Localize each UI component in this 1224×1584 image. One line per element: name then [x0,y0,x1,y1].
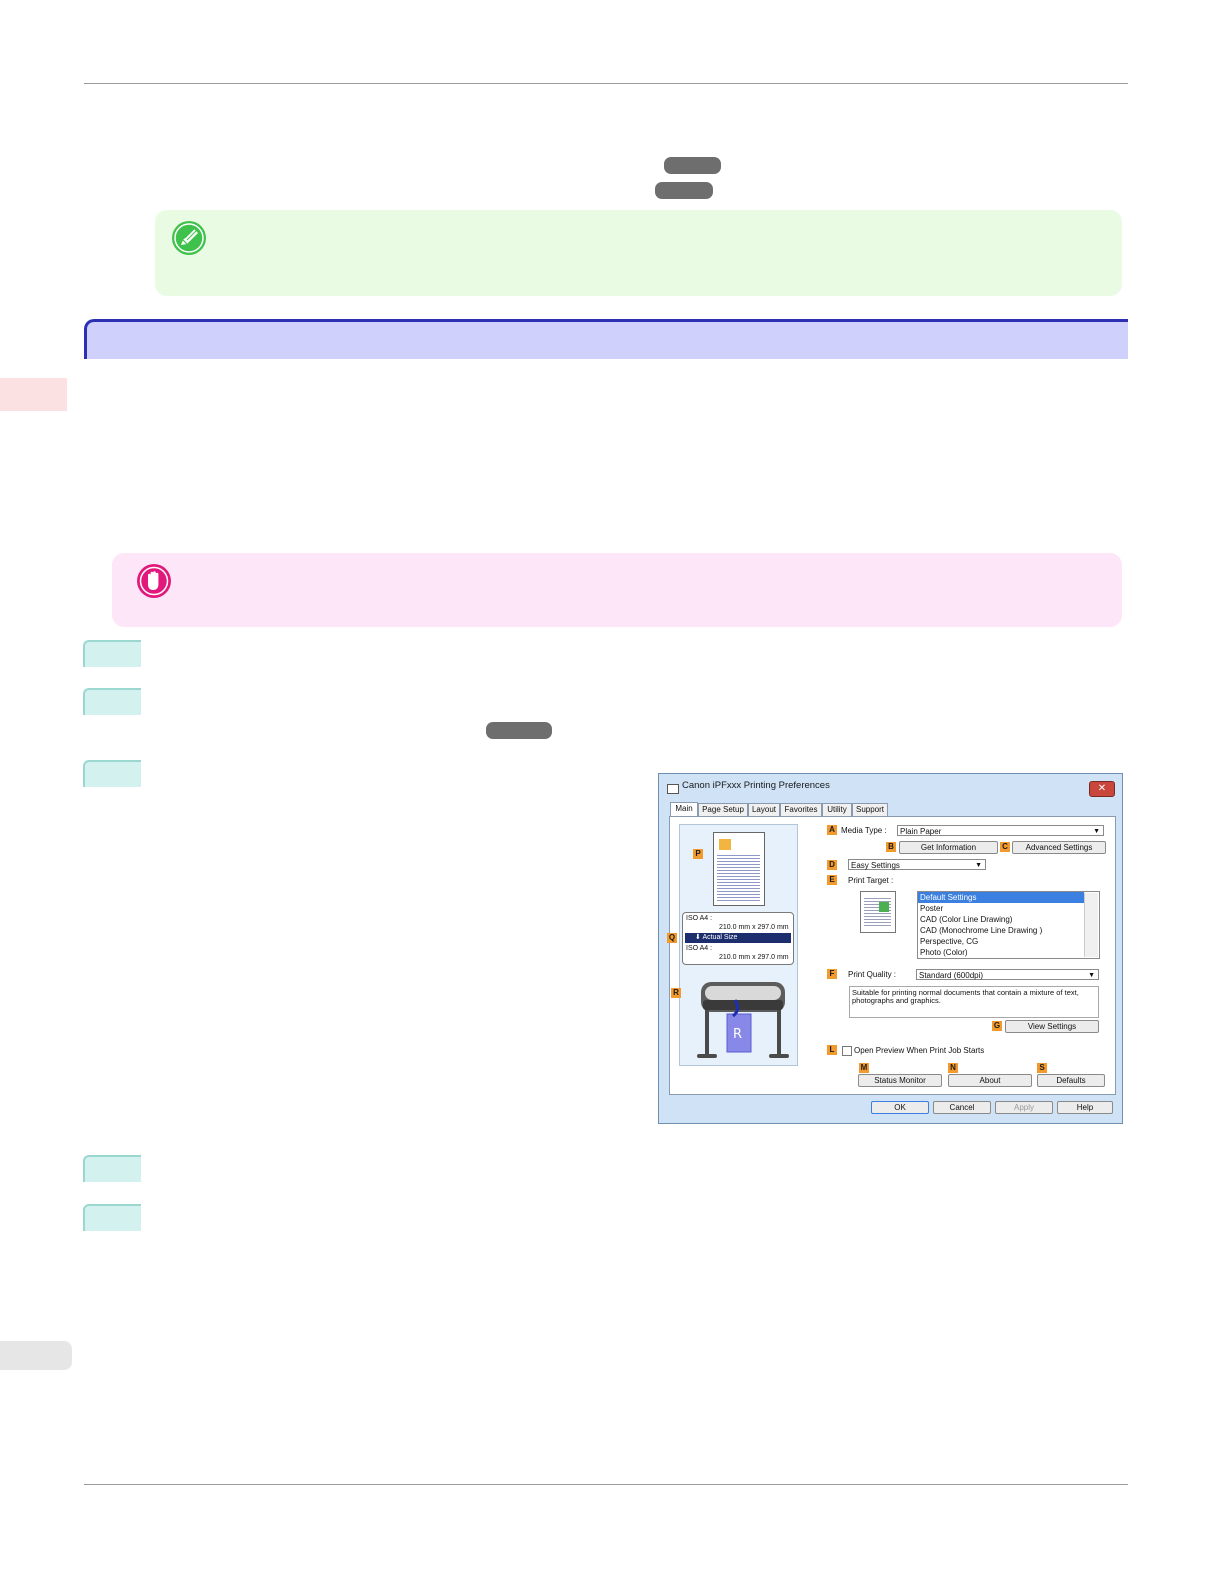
output-size-dims: 210.0 mm x 297.0 mm [719,954,789,961]
status-monitor-button[interactable]: Status Monitor [858,1074,942,1087]
print-quality-select[interactable]: Standard (600dpi) ▼ [916,969,1099,980]
important-hand-icon [137,564,171,598]
list-item[interactable]: Poster [920,904,944,913]
settings-mode-value: Easy Settings [851,861,900,870]
media-type-label: Media Type : [841,826,887,835]
badge-p: P [693,849,703,859]
reference-pill[interactable] [486,722,552,739]
quality-description: Suitable for printing normal documents t… [849,986,1099,1018]
badge-d: D [827,860,837,870]
print-target-thumbnail [860,891,896,933]
section-header [84,319,1128,359]
dropdown-arrow-icon: ▼ [975,862,982,869]
print-target-list[interactable]: Default Settings Poster CAD (Color Line … [917,891,1100,959]
defaults-button[interactable]: Defaults [1037,1074,1105,1087]
step-badge [83,688,141,715]
list-item[interactable]: Default Settings [918,892,1084,903]
cancel-button[interactable]: Cancel [933,1101,991,1114]
badge-m: M [859,1063,869,1073]
reference-pill[interactable] [664,157,721,174]
badge-g: G [992,1021,1002,1031]
badge-f: F [827,969,837,979]
original-size-label: ISO A4 : [686,915,713,922]
badge-q: Q [667,933,677,943]
help-button[interactable]: Help [1057,1101,1113,1114]
actual-size-row: ⬇ Actual Size [685,933,791,943]
get-information-button[interactable]: Get Information [899,841,998,854]
badge-a: A [827,825,837,835]
preview-image [719,839,731,850]
thumbnail-image [879,902,889,912]
ok-button[interactable]: OK [871,1101,929,1114]
tab-utility[interactable]: Utility [822,803,852,817]
media-type-value: Plain Paper [900,827,942,836]
page-preview [713,832,765,906]
badge-l: L [827,1045,837,1055]
print-quality-value: Standard (600dpi) [919,971,984,980]
close-icon[interactable]: ✕ [1089,781,1115,797]
badge-n: N [948,1063,958,1073]
chapter-tab[interactable] [0,378,67,411]
important-box [112,553,1122,627]
dropdown-arrow-icon: ▼ [1093,828,1100,835]
list-item[interactable]: Photo (Color) [920,948,968,957]
printer-illustration: R [697,982,789,1058]
dropdown-arrow-icon: ▼ [1088,972,1095,979]
tab-favorites[interactable]: Favorites [780,803,822,817]
media-type-select[interactable]: Plain Paper ▼ [897,825,1104,836]
printing-preferences-dialog: Canon iPFxxx Printing Preferences ✕ Main… [658,773,1123,1124]
badge-r: R [671,988,681,998]
note-box [155,210,1122,296]
arrow-down-icon: ⬇ [695,934,703,941]
open-preview-label: Open Preview When Print Job Starts [854,1046,985,1055]
badge-c: C [1000,842,1010,852]
list-item[interactable]: CAD (Monochrome Line Drawing ) [920,926,1043,935]
list-item[interactable]: CAD (Color Line Drawing) [920,915,1013,924]
original-size-dims: 210.0 mm x 297.0 mm [719,924,789,931]
print-quality-label: Print Quality : [848,970,897,979]
note-pencil-icon [172,221,206,255]
printer-icon [667,784,679,794]
step-badge [83,760,141,787]
actual-size-label: Actual Size [702,934,738,941]
step-badge [83,1204,141,1231]
list-item[interactable]: Perspective, CG [920,937,979,946]
badge-b: B [886,842,896,852]
open-preview-checkbox[interactable] [842,1046,852,1056]
badge-e: E [827,875,837,885]
reference-pill[interactable] [655,182,713,199]
output-size-label: ISO A4 : [686,945,713,952]
advanced-settings-button[interactable]: Advanced Settings [1012,841,1106,854]
list-scrollbar[interactable] [1084,893,1098,957]
dialog-title: Canon iPFxxx Printing Preferences [682,780,830,791]
step-badge [83,640,141,667]
printer-mark: R [733,1027,742,1042]
badge-s: S [1037,1063,1047,1073]
settings-mode-select[interactable]: Easy Settings ▼ [848,859,986,870]
footer-rule [84,1484,1128,1485]
view-settings-button[interactable]: View Settings [1005,1020,1099,1033]
print-target-label: Print Target : [848,876,894,885]
header-rule [84,83,1128,84]
thumbnail-lines [864,896,891,928]
size-info-box: ISO A4 : 210.0 mm x 297.0 mm ⬇ Actual Si… [682,912,794,965]
page-tab[interactable] [0,1341,72,1370]
apply-button[interactable]: Apply [995,1101,1053,1114]
preview-text-lines [717,853,760,901]
tab-page-setup[interactable]: Page Setup [698,803,748,817]
about-button[interactable]: About [948,1074,1032,1087]
tab-support[interactable]: Support [852,803,888,817]
tab-layout[interactable]: Layout [748,803,780,817]
step-badge [83,1155,141,1182]
